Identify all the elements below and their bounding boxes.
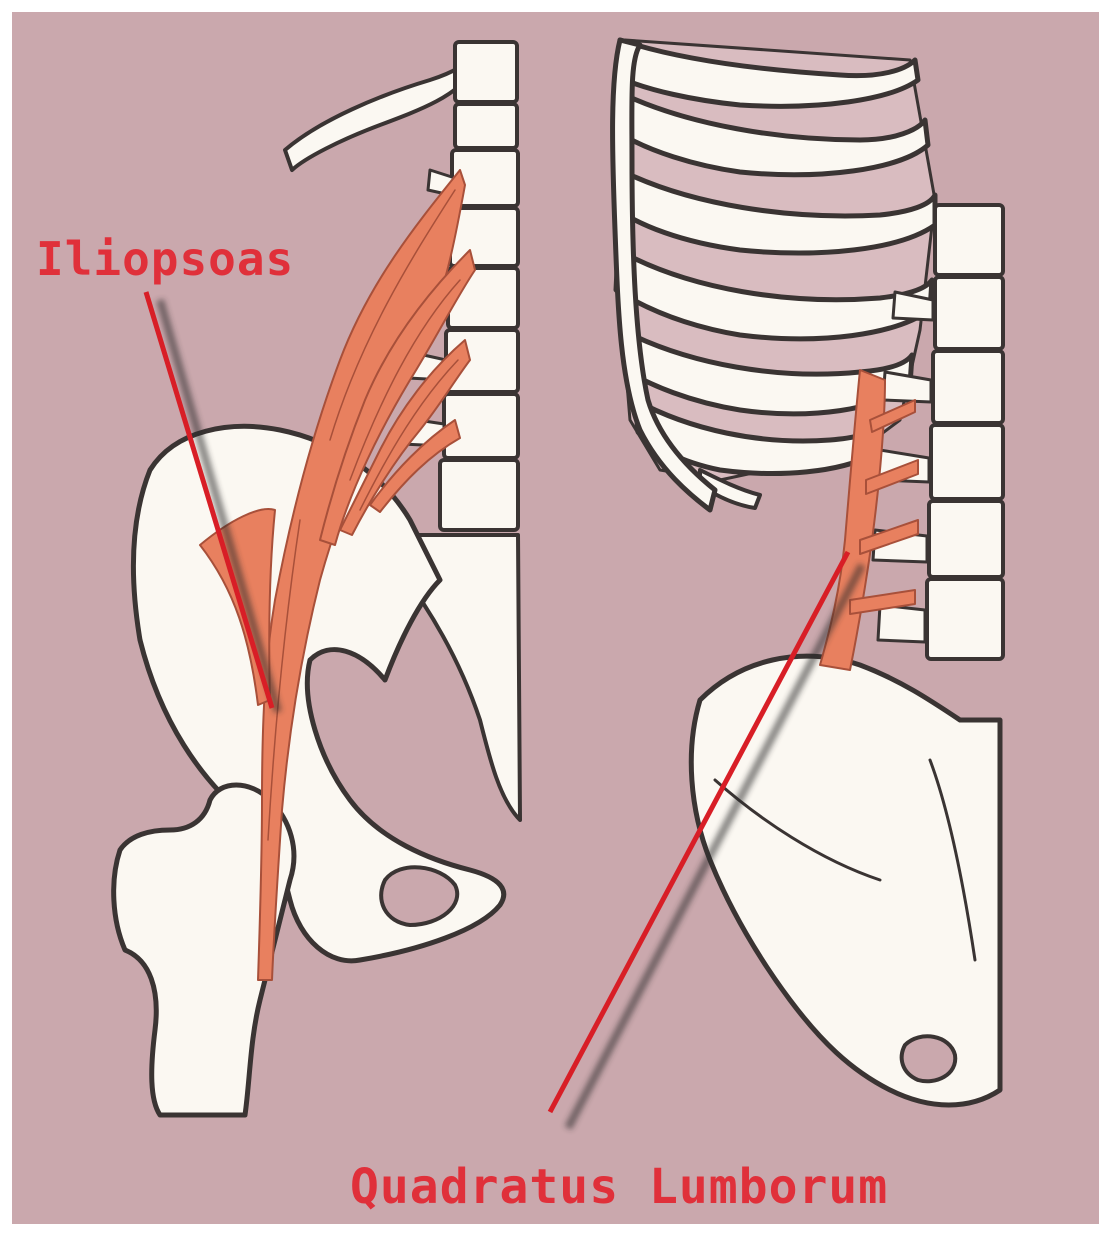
iliopsoas-label: Iliopsoas <box>36 232 294 286</box>
left-obturator-foramen <box>381 867 457 925</box>
right-pelvis-foramen <box>902 1036 956 1081</box>
quadratus-lumborum-label: Quadratus Lumborum <box>350 1159 888 1215</box>
